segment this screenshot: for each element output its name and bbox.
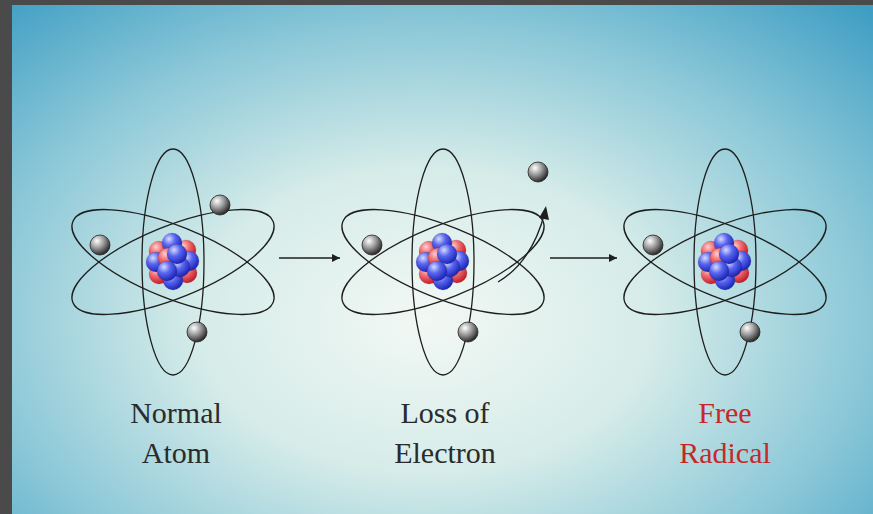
- nucleus: [698, 233, 751, 290]
- stage-label: Free Radical: [660, 393, 790, 473]
- atom-node: Normal Atom: [78, 145, 274, 485]
- free-radical-atom: [611, 149, 838, 375]
- ionizing-atom: [329, 149, 556, 375]
- nucleus: [146, 233, 199, 290]
- stage-label: Loss of Electron: [370, 393, 520, 473]
- stage-label: Normal Atom: [111, 393, 241, 473]
- orbit: [611, 149, 838, 375]
- atom-node: Free Radical: [622, 145, 828, 485]
- nucleus: [416, 233, 469, 290]
- free-electron: [528, 162, 548, 182]
- process-arrow: [279, 254, 340, 262]
- electron: [187, 322, 207, 342]
- orbit: [59, 149, 286, 375]
- electron: [458, 322, 478, 342]
- orbit: [329, 149, 556, 375]
- atom-node: Loss of Electron: [345, 145, 545, 485]
- escape-arrowhead: [539, 206, 549, 220]
- electron: [210, 195, 230, 215]
- electron: [90, 235, 110, 255]
- escape-path: [498, 212, 545, 282]
- electron: [362, 235, 382, 255]
- electron: [643, 235, 663, 255]
- electron: [740, 322, 760, 342]
- normal-atom: [59, 149, 286, 375]
- process-arrow: [550, 254, 617, 262]
